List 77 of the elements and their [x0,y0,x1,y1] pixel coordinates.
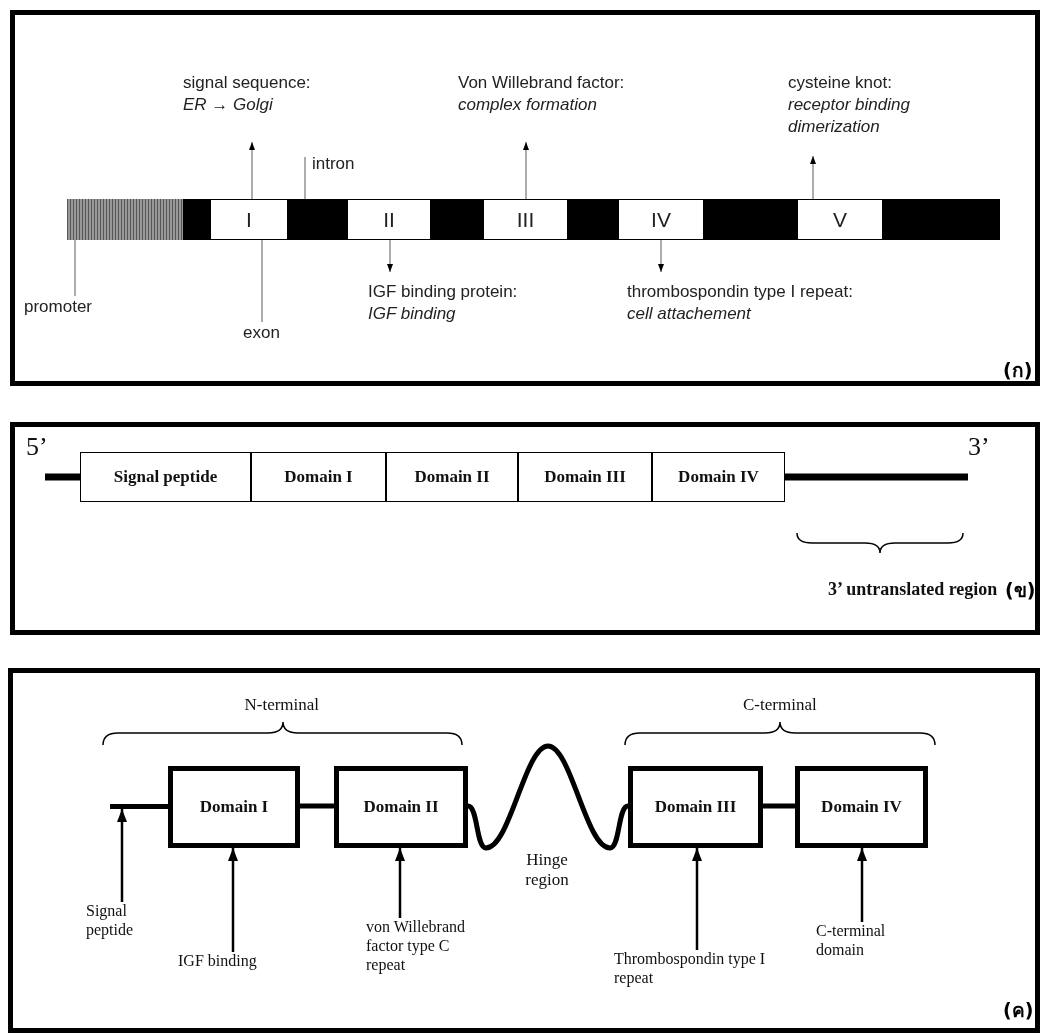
domain-label: Domain IV [821,797,902,817]
region-label: Hinge region [524,850,570,891]
annotation-text: signal sequence: [183,72,312,94]
end-label: 3’ [968,432,990,462]
panel-frame [10,10,1040,386]
panel-letter: (ค) [1003,998,1034,1023]
intron-segment [287,199,348,240]
arrow [523,141,529,200]
annotation-text: C-terminal domain [816,922,887,960]
annotation-text: von Willebrand factor type C repeat [366,918,466,975]
domain-label: Domain II [363,797,439,817]
domain-label: Domain III [544,467,626,487]
exon-numeral: I [246,206,252,233]
arrow [249,141,255,200]
arrow [857,848,867,922]
domain-box [628,766,763,848]
end-label: 5’ [26,432,48,462]
domain-box [80,452,251,502]
domain-label: Signal peptide [113,467,218,487]
leader-line [74,239,76,297]
annotation-text: promoter [24,296,94,318]
arrow [228,848,238,952]
terminal-label: N-terminal [244,695,320,715]
domain-box [251,452,386,502]
annotation-text: IGF binding [178,952,258,971]
arrow [692,848,702,950]
function-text: ER → Golgi [183,94,274,117]
annotation-text: IGF binding protein: [368,281,519,303]
domain-label: Domain IV [678,467,759,487]
function-text: IGF binding [368,303,457,326]
exon-numeral: IV [651,206,671,233]
panel-frame [8,668,1040,1033]
annotation-text: exon [243,322,281,344]
annotation-text: thrombospondin type I repeat: [627,281,854,303]
function-text: complex formation [458,94,598,117]
exon-numeral: II [383,206,395,233]
domain-box [334,766,468,848]
exon-box [348,199,430,240]
domain-label: Domain I [199,797,269,817]
linker-line [763,803,795,809]
domain-label: Domain II [414,467,490,487]
annotation-text: Von Willebrand factor: [458,72,626,94]
exon-numeral: V [833,206,847,233]
domain-box [652,452,785,502]
panel-letter: (ข) [1005,578,1036,603]
annotation-text: cysteine knot: [788,72,893,94]
exon-box [798,199,882,240]
function-text: cell attachement [627,303,753,326]
annotation-text: Thrombospondin type I repeat [614,950,767,988]
promoter-region [67,199,183,240]
leader-line [261,239,263,323]
hinge-connector [466,743,630,851]
exon-box [484,199,567,240]
domain-box [386,452,518,502]
annotation-text: Signal peptide [86,902,135,940]
exon-box [211,199,287,240]
domain-label: Domain I [284,467,353,487]
terminal-label: C-terminal [743,695,817,715]
arrow [658,239,664,273]
annotation-text: intron [312,153,356,175]
domain-box [168,766,300,848]
panel-letter: (ก) [1003,358,1033,383]
arrow [810,155,816,200]
domain-box [795,766,928,848]
arrow [395,848,405,918]
domain-box [518,452,652,502]
exon-numeral: III [516,206,535,233]
leader-line [304,156,306,200]
panel-frame [10,422,1040,635]
linker-line [300,803,334,809]
line-segment [110,804,168,809]
exon-box [619,199,703,240]
arrow [387,239,393,273]
function-text: receptor binding dimerization [788,94,911,139]
region-label: 3’ untranslated region [828,579,998,600]
arrow [117,809,127,902]
domain-label: Domain III [654,797,737,817]
